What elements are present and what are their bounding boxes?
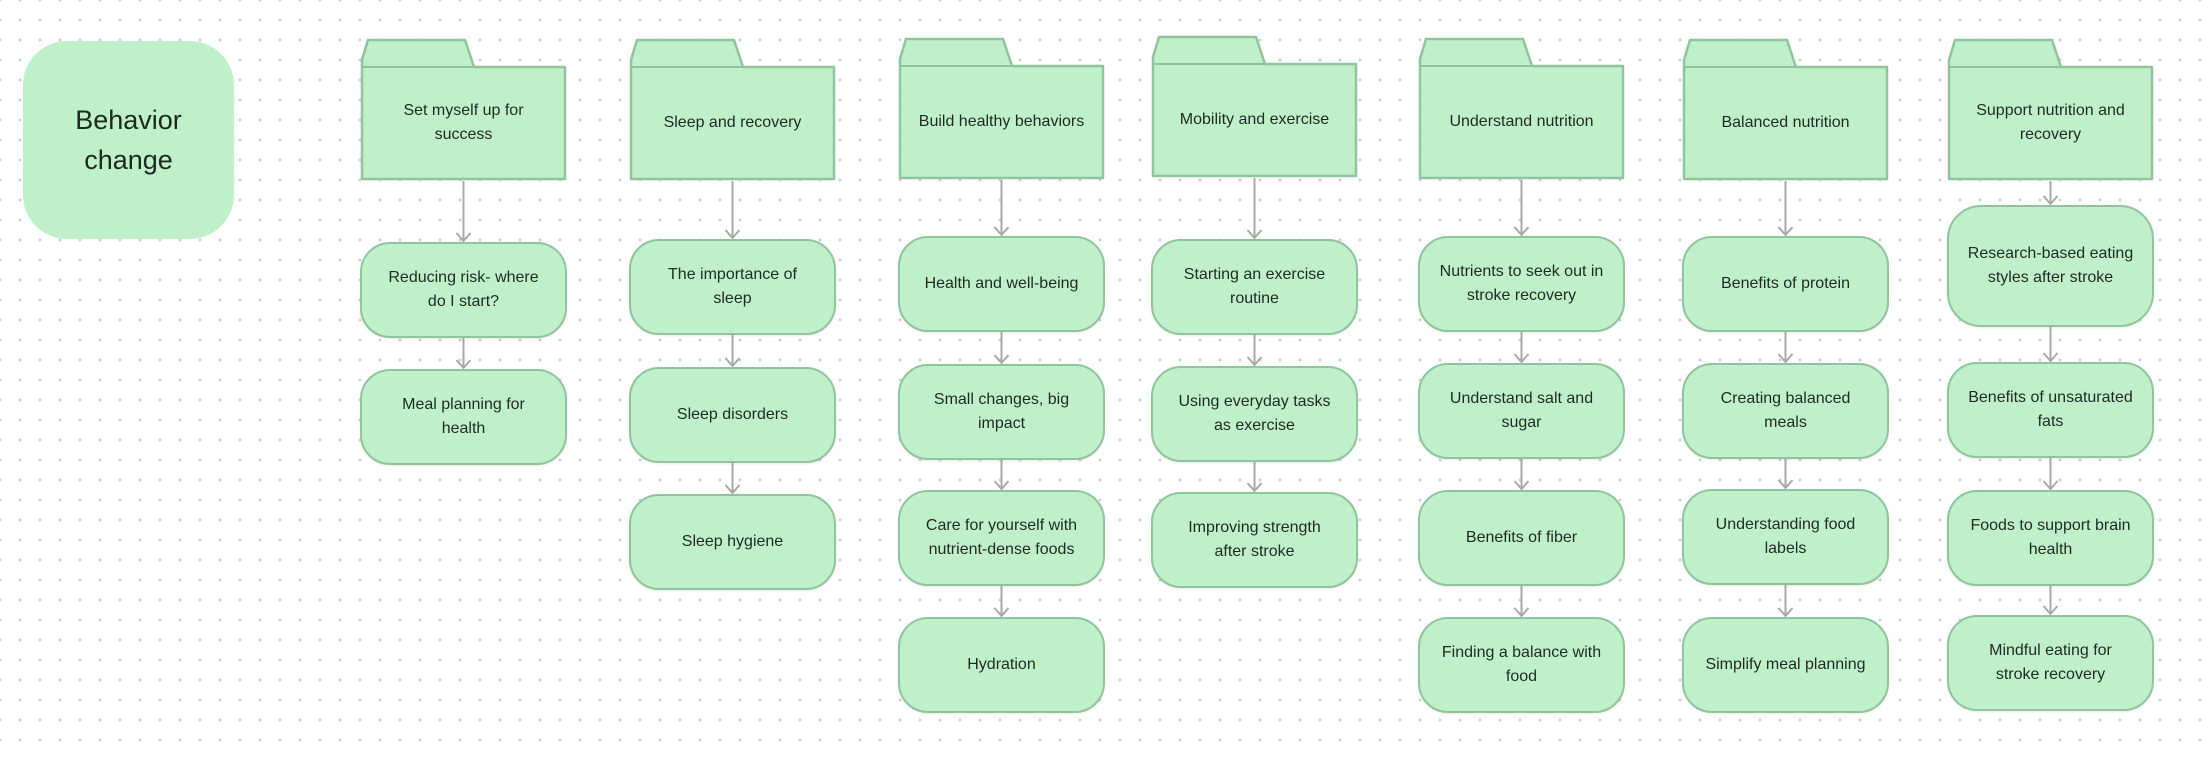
folder-icon [360, 38, 567, 181]
topic-label: Foods to support brain health [1970, 517, 2131, 558]
connector-arrowhead [1513, 226, 1530, 236]
folder-card[interactable]: Mobility and exercise [1151, 35, 1358, 178]
folder-icon [1418, 37, 1625, 180]
topic-label: Understand salt and sugar [1449, 390, 1594, 431]
topic-node[interactable]: Benefits of fiber [1418, 490, 1625, 586]
topic-label: The importance of sleep [668, 266, 797, 307]
topic-node[interactable]: Sleep hygiene [629, 494, 836, 590]
topic-label: Health and well-being [924, 275, 1079, 292]
topic-node[interactable]: Mindful eating for stroke recovery [1947, 615, 2154, 711]
topic-label: Research-based eating styles after strok… [1967, 245, 2134, 286]
topic-label: Small changes, big impact [933, 391, 1070, 432]
folder-icon [629, 38, 836, 181]
folder-label: Understand nutrition [1449, 113, 1594, 130]
topic-node[interactable]: Starting an exercise routine [1151, 239, 1358, 335]
connector-arrowhead [1513, 353, 1530, 363]
topic-node[interactable]: Hydration [898, 617, 1105, 713]
topic-node[interactable]: Benefits of unsaturated fats [1947, 362, 2154, 458]
connector-arrowhead [455, 232, 472, 242]
connector-arrowhead [993, 480, 1010, 490]
topic-label: Benefits of unsaturated fats [1968, 389, 2133, 430]
topic-node[interactable]: Benefits of protein [1682, 236, 1889, 332]
topic-label: Using everyday tasks as exercise [1178, 393, 1331, 434]
connector-arrowhead [993, 226, 1010, 236]
title-card[interactable]: Behavior change [23, 41, 234, 239]
folder-label: Sleep and recovery [663, 114, 802, 131]
topic-label: Starting an exercise routine [1183, 266, 1326, 307]
topic-label: Creating balanced meals [1720, 390, 1851, 431]
topic-label: Improving strength after stroke [1188, 519, 1321, 560]
connector-arrowhead [2042, 352, 2059, 362]
connector-arrowhead [1246, 482, 1263, 492]
topic-node[interactable]: Small changes, big impact [898, 364, 1105, 460]
topic-label: Mindful eating for stroke recovery [1989, 642, 2112, 683]
folder-label: Mobility and exercise [1179, 111, 1330, 128]
topic-node[interactable]: Care for yourself with nutrient-dense fo… [898, 490, 1105, 586]
connector-arrowhead [455, 359, 472, 369]
topic-node[interactable]: Reducing risk- where do I start? [360, 242, 567, 338]
topic-label: Reducing risk- where do I start? [388, 269, 539, 310]
topic-label: Care for yourself with nutrient-dense fo… [925, 517, 1078, 558]
topic-node[interactable]: Using everyday tasks as exercise [1151, 366, 1358, 462]
topic-label: Benefits of fiber [1465, 529, 1578, 546]
connector-arrowhead [1777, 479, 1794, 489]
topic-node[interactable]: Foods to support brain health [1947, 490, 2154, 586]
topic-node[interactable]: Meal planning for health [360, 369, 567, 465]
topic-label: Simplify meal planning [1705, 656, 1866, 673]
folder-card[interactable]: Set myself up for success [360, 38, 567, 181]
topic-node[interactable]: The importance of sleep [629, 239, 836, 335]
topic-label: Hydration [967, 656, 1036, 673]
connector-arrowhead [1777, 607, 1794, 617]
topic-node[interactable]: Improving strength after stroke [1151, 492, 1358, 588]
connector-arrowhead [2042, 195, 2059, 205]
topic-node[interactable]: Finding a balance with food [1418, 617, 1625, 713]
folder-card[interactable]: Sleep and recovery [629, 38, 836, 181]
connector-arrowhead [724, 357, 741, 367]
topic-label: Sleep disorders [676, 406, 789, 423]
connector-arrowhead [1513, 607, 1530, 617]
folder-icon [1947, 38, 2154, 181]
connector-arrowhead [1246, 229, 1263, 239]
topic-node[interactable]: Understand salt and sugar [1418, 363, 1625, 459]
folder-label: Support nutrition and recovery [1976, 102, 2125, 143]
folder-card[interactable]: Build healthy behaviors [898, 37, 1105, 180]
connector-arrowhead [2042, 605, 2059, 615]
connector-arrowhead [724, 484, 741, 494]
topic-label: Meal planning for health [402, 396, 525, 437]
topic-node[interactable]: Understanding food labels [1682, 489, 1889, 585]
connector-arrowhead [724, 229, 741, 239]
topic-node[interactable]: Sleep disorders [629, 367, 836, 463]
topic-label: Understanding food labels [1715, 516, 1856, 557]
folder-card[interactable]: Understand nutrition [1418, 37, 1625, 180]
topic-node[interactable]: Creating balanced meals [1682, 363, 1889, 459]
topic-label: Finding a balance with food [1441, 644, 1602, 685]
folder-icon [898, 37, 1105, 180]
topic-node[interactable]: Nutrients to seek out in stroke recovery [1418, 236, 1625, 332]
topic-node[interactable]: Research-based eating styles after strok… [1947, 205, 2154, 327]
topic-label: Sleep hygiene [681, 533, 784, 550]
connector-arrowhead [1513, 480, 1530, 490]
folder-label: Balanced nutrition [1721, 114, 1850, 131]
topic-node[interactable]: Simplify meal planning [1682, 617, 1889, 713]
folder-icon [1151, 35, 1358, 178]
board-title: Behavior change [75, 105, 182, 175]
folder-label: Set myself up for success [403, 102, 524, 143]
connector-arrowhead [1777, 226, 1794, 236]
folder-card[interactable]: Support nutrition and recovery [1947, 38, 2154, 181]
connector-arrowhead [993, 607, 1010, 617]
topic-node[interactable]: Health and well-being [898, 236, 1105, 332]
topic-label: Benefits of protein [1721, 275, 1850, 292]
connector-arrowhead [1246, 356, 1263, 366]
folder-card[interactable]: Balanced nutrition [1682, 38, 1889, 181]
connector-arrowhead [1777, 353, 1794, 363]
topic-label: Nutrients to seek out in stroke recovery [1439, 263, 1604, 304]
folder-label: Build healthy behaviors [918, 113, 1085, 130]
connector-arrowhead [993, 354, 1010, 364]
connector-arrowhead [2042, 480, 2059, 490]
folder-icon [1682, 38, 1889, 181]
